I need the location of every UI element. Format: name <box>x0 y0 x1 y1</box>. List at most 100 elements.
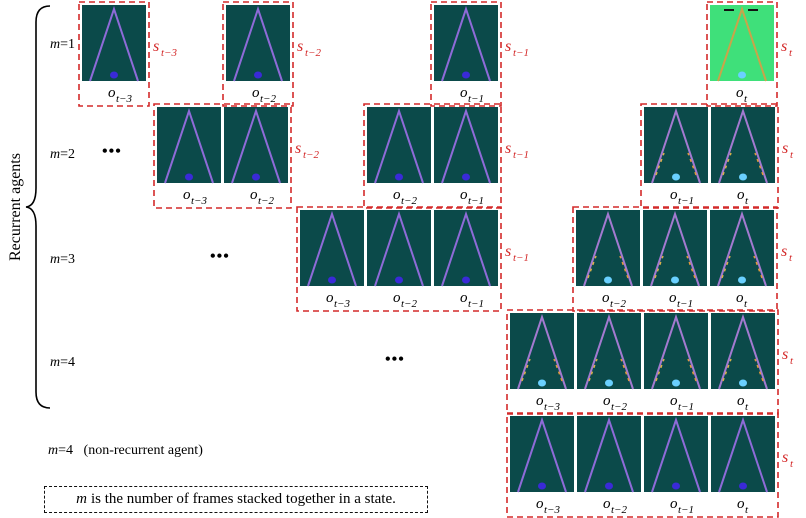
m3-g0-f1-obs-label: o <box>393 290 401 306</box>
m4-g0-f2-frame <box>644 313 708 389</box>
m2-g2-f1-lane <box>718 107 768 184</box>
m1-g3-f0-agent <box>738 71 746 79</box>
m1-g2-f0-frame <box>434 5 498 81</box>
m1-g0-f0-lane <box>89 5 139 82</box>
nr-g0-f2-agent <box>672 482 680 490</box>
nr-g0-f2-obs-sub: t−1 <box>678 504 694 516</box>
m3-g0-f1-lane <box>374 210 424 287</box>
m1-g1-state-sub: t−2 <box>305 47 321 59</box>
m2-g0-state-label: s <box>295 140 301 157</box>
m1-g2-f0-lane <box>441 5 491 82</box>
m3-g1-state-sub: t <box>789 252 793 264</box>
m3-g1-f0-obs-label: o <box>602 290 610 306</box>
m4-g0-f2-lane <box>651 313 701 390</box>
m1-g2-f0-agent <box>462 71 470 79</box>
m2-g0-f1-obs-sub: t−2 <box>258 195 274 207</box>
m4-g0-f0-lane <box>517 313 567 390</box>
m2-g2-state-label: s <box>782 140 788 157</box>
m2-g1-f1-agent <box>462 173 470 181</box>
m2-g1-f1-obs-label: o <box>460 187 468 203</box>
m4-g0-f2-agent <box>672 379 680 387</box>
m3-g0-f2-obs-sub: t−1 <box>468 298 484 310</box>
m3-g0-f2-lane <box>441 210 491 287</box>
m4-g0-f1-obs-sub: t−2 <box>611 401 627 413</box>
row-label-m4: m=4 <box>50 355 76 370</box>
m1-g2-state-box <box>430 1 502 107</box>
m1-g2-f0-obs-sub: t−1 <box>468 93 484 105</box>
m1-g1-f0-obs-label: o <box>252 85 260 101</box>
m3-g0-f2-agent <box>462 276 470 284</box>
m4-g0-state-box <box>506 309 779 415</box>
m4-g0-f1-lane <box>584 313 634 390</box>
nr-g0-f3-agent <box>739 482 747 490</box>
m2-g2-f0-lane <box>651 107 701 184</box>
nr-g0-state-sub: t <box>790 458 794 470</box>
m4-g0-f0-obs-sub: t−3 <box>544 401 560 413</box>
m1-g0-state-label: s <box>153 38 159 55</box>
m4-g0-f1-frame <box>577 313 641 389</box>
m3-g0-f1-obs-sub: t−2 <box>401 298 417 310</box>
m3-g1-state-label: s <box>781 243 787 260</box>
nr-g0-f3-frame <box>711 416 775 492</box>
m3-g0-state-sub: t−1 <box>513 252 529 264</box>
nr-g0-f1-obs-label: o <box>603 496 611 512</box>
m3-g0-f1-agent <box>395 276 403 284</box>
nr-g0-state-box <box>506 412 779 518</box>
m4-g0-f3-agent <box>739 379 747 387</box>
m3-g1-f2-frame <box>710 210 774 286</box>
row4-ellipsis: ••• <box>385 351 405 368</box>
m2-g1-f0-obs-label: o <box>393 187 401 203</box>
m2-g2-f1-obs-sub: t <box>745 195 749 207</box>
m3-g1-f0-frame <box>576 210 640 286</box>
m2-g0-state-box <box>153 103 292 209</box>
row-label-m3: m=3 <box>50 252 76 267</box>
m3-g1-state-box <box>572 206 778 312</box>
m1-g0-f0-agent <box>110 71 118 79</box>
m2-g1-state-sub: t−1 <box>513 149 529 161</box>
m4-g0-f2-obs-sub: t−1 <box>678 401 694 413</box>
m2-g2-state-box <box>640 103 779 209</box>
m1-g0-f0-frame <box>82 5 146 81</box>
m4-g0-f1-obs-label: o <box>603 393 611 409</box>
nr-g0-f2-frame <box>644 416 708 492</box>
nr-g0-f3-obs-sub: t <box>745 504 749 516</box>
nr-g0-f3-obs-label: o <box>737 496 745 512</box>
m2-g2-f0-obs-sub: t−1 <box>678 195 694 207</box>
m1-g0-f0-obs-sub: t−3 <box>116 93 132 105</box>
m4-g0-f0-frame <box>510 313 574 389</box>
m2-g0-f0-agent <box>185 173 193 181</box>
m3-g0-f0-agent <box>328 276 336 284</box>
m3-g0-f2-frame <box>434 210 498 286</box>
m3-g0-state-label: s <box>505 243 511 260</box>
m3-g1-f2-obs-label: o <box>736 290 744 306</box>
m1-g0-state-sub: t−3 <box>161 47 177 59</box>
m3-g0-f1-frame <box>367 210 431 286</box>
nr-g0-f2-lane <box>651 416 701 493</box>
nr-g0-f0-agent <box>538 482 546 490</box>
m3-g0-f0-lane <box>307 210 357 287</box>
m3-g1-f1-lane <box>650 210 700 287</box>
m1-g3-f0-score-bar-left <box>724 9 734 11</box>
nonrecurrent-label: m=4 (non-recurrent agent) <box>48 443 203 458</box>
m2-g1-f1-frame <box>434 107 498 183</box>
nr-g0-state-label: s <box>782 449 788 466</box>
m1-g1-state-label: s <box>297 38 303 55</box>
m2-g1-state-box <box>363 103 502 209</box>
m1-g2-f0-obs-label: o <box>460 85 468 101</box>
m3-g1-f2-agent <box>738 276 746 284</box>
row3-ellipsis: ••• <box>210 248 230 265</box>
m1-g3-state-label: s <box>781 38 787 55</box>
m1-g3-state-sub: t <box>789 47 793 59</box>
m4-g0-f3-obs-label: o <box>737 393 745 409</box>
m1-g2-state-label: s <box>505 38 511 55</box>
m2-g0-f0-obs-label: o <box>183 187 191 203</box>
m3-g1-f0-obs-sub: t−2 <box>610 298 626 310</box>
nr-g0-f1-lane <box>584 416 634 493</box>
m1-g2-state-sub: t−1 <box>513 47 529 59</box>
m1-g1-f0-lane <box>233 5 283 82</box>
m2-g1-f0-frame <box>367 107 431 183</box>
nr-g0-f0-frame <box>510 416 574 492</box>
